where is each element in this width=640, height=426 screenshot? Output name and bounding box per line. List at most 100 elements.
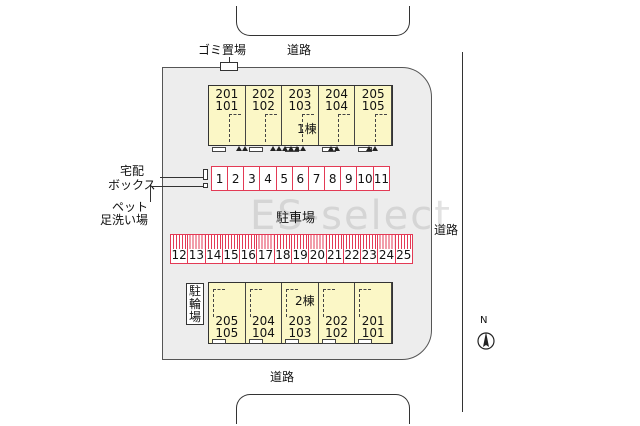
- delivery-box-marker: [203, 169, 208, 180]
- entrance-triangle-icon: [294, 146, 300, 151]
- watermark-text: ES-select: [250, 193, 452, 239]
- stair-line: [301, 114, 314, 142]
- parking-space: 18: [274, 234, 292, 264]
- entrance-triangle-icon: [334, 146, 340, 151]
- unit-lower-number: 101: [215, 99, 239, 113]
- entrance-step: [248, 147, 263, 152]
- entrance-triangle-icon: [328, 146, 334, 151]
- entrance-triangle-icon: [242, 146, 248, 151]
- parking-space: 4: [260, 166, 277, 191]
- bike-parking-char: 駐: [188, 284, 201, 298]
- parking-space: 23: [361, 234, 379, 264]
- unit-upper-number: 201: [215, 87, 239, 101]
- unit-lower-number: 104: [325, 99, 349, 113]
- unit-lower-number: 103: [288, 326, 312, 340]
- entrance-triangle-icon: [288, 146, 294, 151]
- entrance-step: [285, 339, 300, 344]
- pet-wash-marker: [203, 183, 208, 188]
- unit-lower-number: 104: [251, 326, 275, 340]
- unit-upper-number: 204: [325, 87, 349, 101]
- parking-space: 3: [244, 166, 261, 191]
- entrance-step: [358, 339, 373, 344]
- stair-line: [249, 289, 262, 317]
- stair-line: [228, 114, 241, 142]
- unit-lower-number: 105: [361, 99, 385, 113]
- parking-row-2: 12 13 14 15 16 17 18 19 20 21 22 23 24 2…: [170, 234, 413, 264]
- parking-space: 5: [276, 166, 293, 191]
- entrance-triangle-icon: [276, 146, 282, 151]
- entrance-triangle-icon: [372, 146, 378, 151]
- unit-lower-number: 102: [325, 326, 349, 340]
- parking-area-label: 駐車場: [276, 211, 316, 226]
- parking-space: 10: [357, 166, 374, 191]
- parking-row-1: 1 2 3 4 5 6 7 8 9 10 11: [211, 166, 390, 191]
- pet-wash-label-line2: 足洗い場: [100, 213, 149, 227]
- entrance-triangle-icon: [366, 146, 372, 151]
- pet-wash-leader-vertical: [150, 186, 151, 202]
- parking-space: 9: [341, 166, 358, 191]
- road-right-outline: [462, 52, 463, 412]
- entrance-triangle-icon: [270, 146, 276, 151]
- delivery-leader-line: [160, 177, 204, 178]
- unit-lower-number: 103: [288, 99, 312, 113]
- stair-line: [359, 289, 372, 317]
- road-right-label: 道路: [434, 223, 459, 237]
- parking-space: 16: [240, 234, 258, 264]
- stair-line: [265, 114, 278, 142]
- building-2-name: 2棟: [295, 294, 315, 308]
- entrance-step: [321, 339, 336, 344]
- parking-space: 21: [326, 234, 344, 264]
- unit-lower-number: 102: [251, 99, 275, 113]
- unit-upper-number: 205: [361, 87, 385, 101]
- garbage-leader-line: [229, 57, 230, 62]
- unit-upper-number: 204: [251, 314, 275, 328]
- parking-space: 12: [170, 234, 189, 264]
- unit-upper-number: 203: [288, 87, 312, 101]
- unit-upper-number: 202: [325, 314, 349, 328]
- garbage-area-label: ゴミ置場: [198, 43, 247, 57]
- bike-parking-char: 場: [188, 310, 201, 324]
- stair-line: [322, 289, 335, 317]
- parking-space: 11: [373, 166, 390, 191]
- entrance-triangle-icon: [300, 146, 306, 151]
- parking-space: 14: [205, 234, 223, 264]
- road-bottom-label: 道路: [270, 370, 295, 384]
- parking-space: 8: [325, 166, 342, 191]
- delivery-box-label-line2: ボックス: [108, 178, 156, 192]
- parking-space: 24: [378, 234, 396, 264]
- road-top-outline: [236, 6, 410, 36]
- stair-line: [286, 289, 299, 317]
- road-top-label: 道路: [287, 43, 312, 57]
- parking-space: 19: [291, 234, 310, 264]
- road-bottom-outline: [236, 394, 410, 424]
- parking-space: 13: [188, 234, 206, 264]
- stair-line: [374, 114, 387, 142]
- bike-parking: 駐 輪 場: [186, 283, 204, 325]
- parking-space: 17: [257, 234, 275, 264]
- building-1-name: 1棟: [297, 122, 317, 136]
- bike-parking-char: 輪: [188, 297, 201, 311]
- parking-space: 25: [395, 234, 413, 264]
- pet-wash-leader-horizontal: [150, 186, 204, 187]
- unit-upper-number: 202: [251, 87, 275, 101]
- stair-line: [338, 114, 351, 142]
- parking-space: 20: [309, 234, 327, 264]
- parking-space: 22: [343, 234, 362, 264]
- entrance-step: [212, 147, 226, 152]
- unit-lower-number: 101: [361, 326, 385, 340]
- garbage-area-box: [220, 62, 238, 71]
- parking-space: 1: [211, 166, 229, 191]
- entrance-step: [212, 339, 226, 344]
- parking-space: 2: [228, 166, 245, 191]
